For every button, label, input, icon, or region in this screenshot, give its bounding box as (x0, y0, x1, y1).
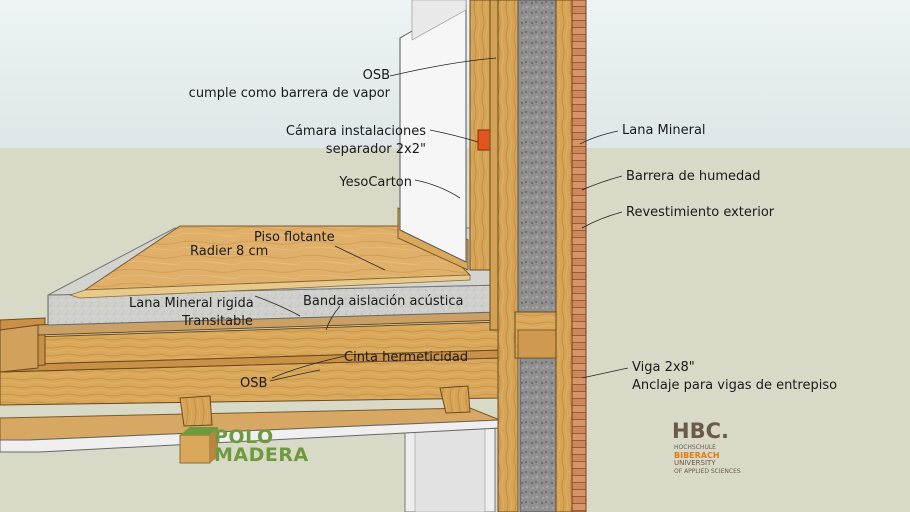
label-lana-mineral: Lana Mineral (622, 123, 706, 138)
label-lana-mineral-rigida: Lana Mineral rigida (129, 296, 254, 311)
hbc-logo: HBC. HOCHSCHULE BIBERACH UNIVERSITY OF A… (672, 420, 742, 480)
hbc-logo-line4: OF APPLIED SCIENCES (674, 468, 741, 475)
polo-madera-logo-icon (179, 427, 218, 464)
hbc-logo-main: HBC. (672, 419, 729, 443)
label-revestimiento-exterior: Revestimiento exterior (626, 205, 775, 220)
label-osb-bottom: OSB (240, 376, 268, 391)
label-transitable: Transitable (182, 314, 253, 329)
label-anclaje: Anclaje para vigas de entrepiso (632, 378, 838, 393)
label-barrera-humedad: Barrera de humedad (626, 169, 761, 184)
label-piso-flotante: Piso flotante (254, 230, 335, 245)
label-radier: Radier 8 cm (190, 244, 269, 259)
label-camara-instalaciones: Cámara instalaciones (285, 124, 426, 139)
hbc-logo-line1: HOCHSCHULE (674, 444, 716, 451)
leader-lines (254, 57, 629, 382)
label-viga: Viga 2x8" (632, 360, 695, 375)
label-osb-top: OSB (362, 68, 390, 83)
label-osb-top-sub: cumple como barrera de vapor (188, 86, 390, 101)
polo-madera-logo: POLO MADERA (178, 425, 308, 467)
hbc-logo-line2: BIBERACH (674, 451, 720, 460)
label-cinta-hermeticidad: Cinta hermeticidad (344, 350, 469, 365)
label-yesocarton: YesoCarton (339, 175, 412, 190)
hbc-logo-line3: UNIVERSITY (674, 459, 716, 467)
label-separador: separador 2x2" (325, 142, 426, 157)
polo-madera-text-top: POLO (214, 426, 274, 448)
polo-madera-text-bottom: MADERA (214, 444, 309, 466)
label-banda-aislacion: Banda aislación acústica (303, 294, 464, 309)
